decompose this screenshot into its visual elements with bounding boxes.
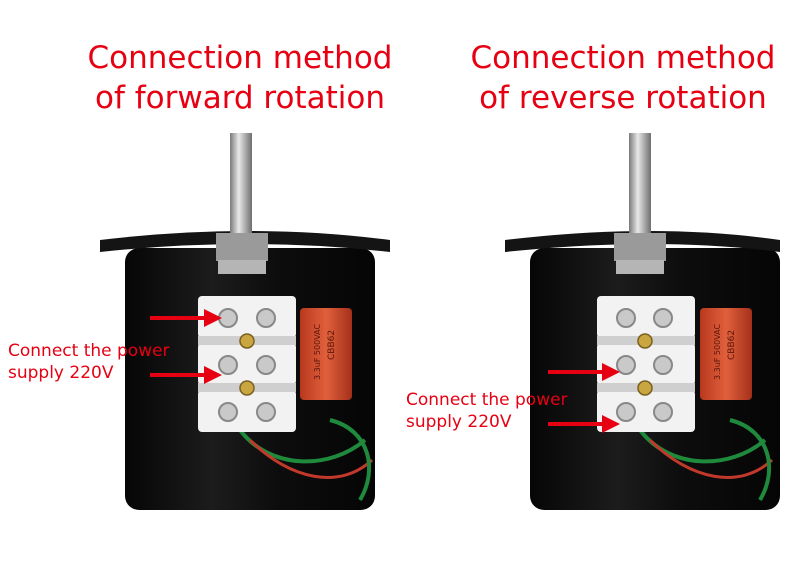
right-arrow-bottom (548, 415, 620, 433)
left-shaft (230, 133, 252, 248)
right-title: Connection method of reverse rotation (468, 38, 778, 118)
right-capacitor: CBB62 3.3uF 500VAC (700, 308, 752, 400)
right-power-note: Connect the power supply 220V (406, 389, 568, 433)
left-title: Connection method of forward rotation (80, 38, 400, 118)
right-capacitor-label-1: CBB62 (727, 330, 737, 360)
right-green-wire-2 (729, 418, 772, 502)
left-capacitor: CBB62 3.3uF 500VAC (300, 308, 352, 400)
left-power-note: Connect the power supply 220V (8, 340, 170, 384)
right-capacitor-label-2: 3.3uF 500VAC (713, 324, 722, 381)
left-motor: CBB62 3.3uF 500VAC (100, 133, 390, 510)
right-arrow-top (548, 363, 620, 381)
left-terminal-block (198, 296, 296, 432)
right-terminal-block (597, 296, 695, 432)
left-capacitor-label-2: 3.3uF 500VAC (313, 324, 322, 381)
left-title-line-1: Connection method (87, 40, 393, 76)
right-motor: CBB62 3.3uF 500VAC (505, 133, 780, 510)
left-shaft-collar (216, 233, 268, 261)
left-note-line-1: Connect the power (8, 341, 170, 361)
right-shaft (629, 133, 651, 248)
left-arrow-bottom (150, 366, 222, 384)
right-note-line-1: Connect the power (406, 390, 568, 410)
left-note-line-2: supply 220V (8, 363, 114, 383)
right-shaft-collar (614, 233, 666, 261)
left-capacitor-label-1: CBB62 (327, 330, 337, 360)
right-shaft-base (616, 260, 664, 274)
left-shaft-base (218, 260, 266, 274)
left-green-wire-2 (329, 418, 372, 502)
left-arrow-top (150, 309, 222, 327)
right-title-line-1: Connection method (470, 40, 776, 76)
left-title-line-2: of forward rotation (94, 80, 385, 116)
right-note-line-2: supply 220V (406, 412, 512, 432)
right-red-wire (648, 438, 774, 479)
left-red-wire (248, 438, 374, 479)
right-title-line-2: of reverse rotation (479, 80, 767, 116)
